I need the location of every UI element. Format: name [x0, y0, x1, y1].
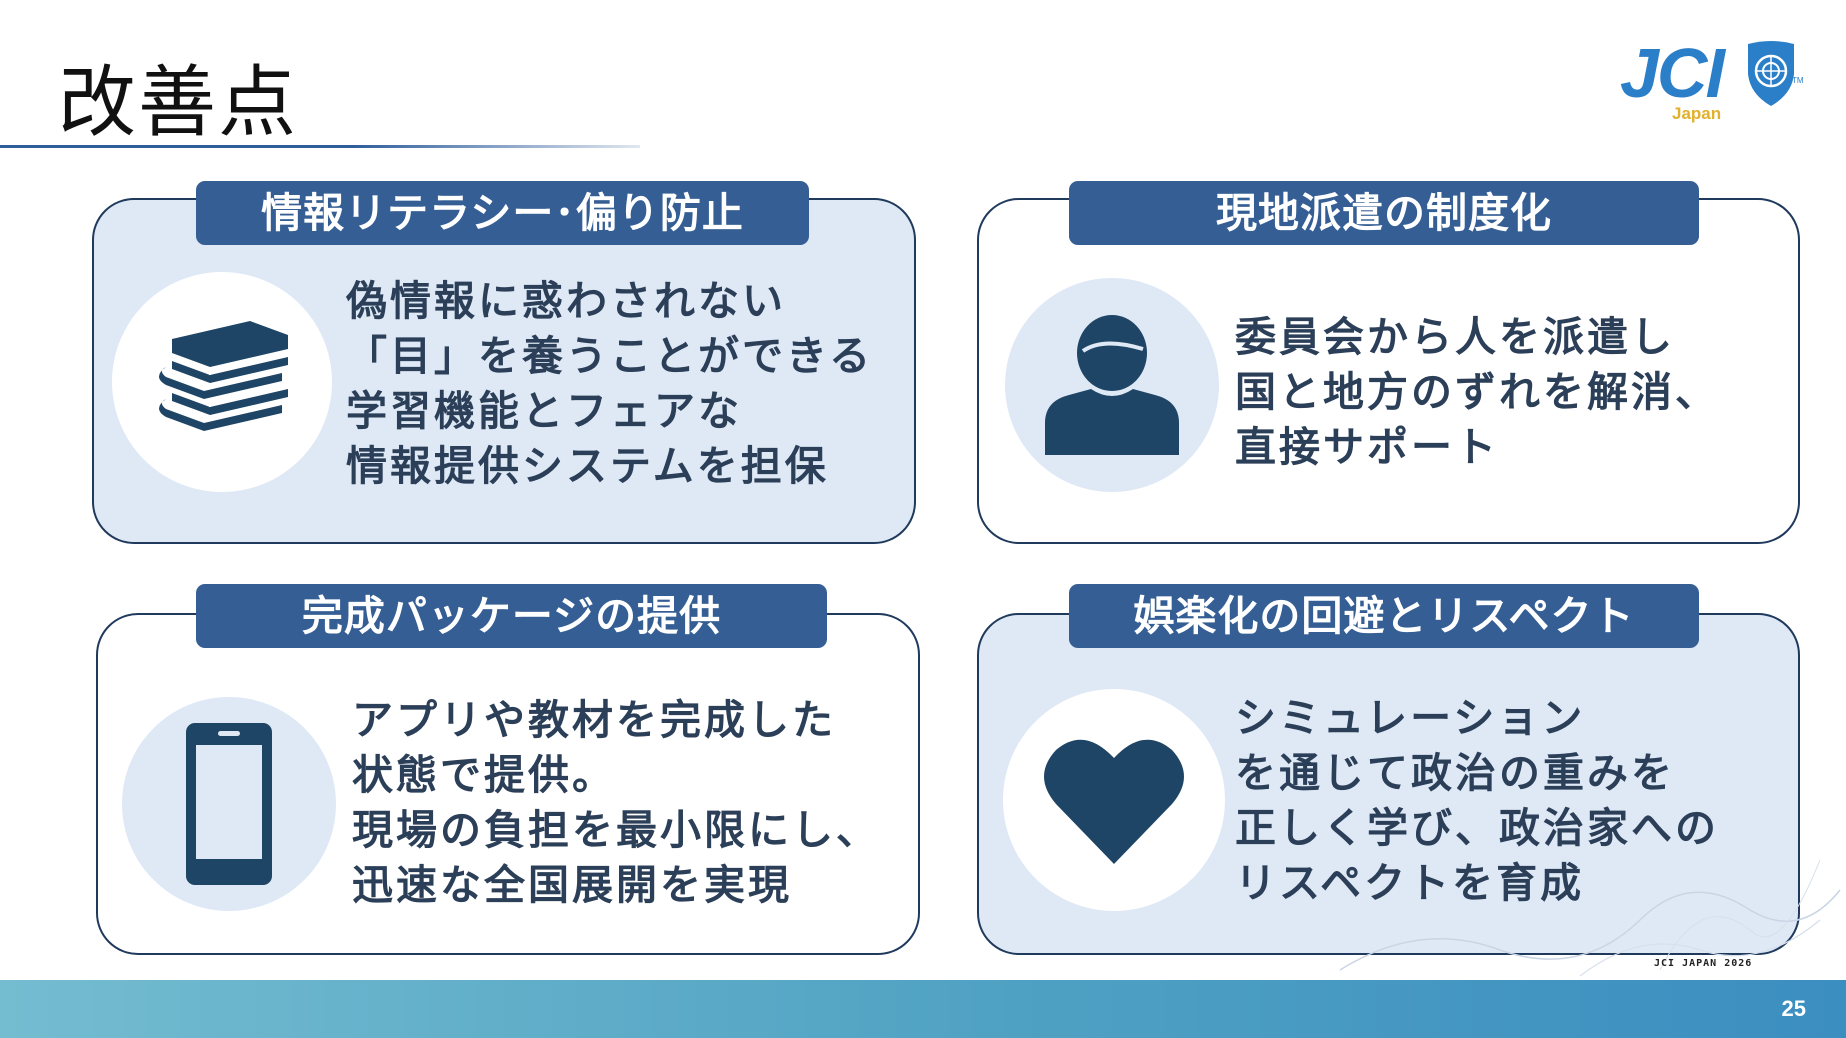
- icon-circle: [1005, 278, 1219, 492]
- card-line: 「目」を養うことができる: [346, 332, 874, 380]
- card-line: 迅速な全国展開を実現: [352, 861, 792, 909]
- card-body: 偽情報に惑わされない 「目」を養うことができる 学習機能とフェアな 情報提供シス…: [346, 274, 873, 494]
- card-header: 完成パッケージの提供: [196, 584, 827, 648]
- card-complete-package: アプリや教材を完成した 状態で提供。 現場の負担を最小限にし、 迅速な全国展開を…: [96, 613, 920, 955]
- card-field-dispatch: 委員会から人を派遣し 国と地方のずれを解消、 直接サポート: [977, 198, 1800, 544]
- card-line: アプリや教材を完成した: [352, 696, 836, 744]
- logo-subtext: Japan: [1672, 104, 1722, 123]
- shield-emblem-icon: [1748, 41, 1794, 106]
- card-header: 現地派遣の制度化: [1069, 181, 1699, 245]
- person-icon: [1045, 315, 1179, 455]
- footer-copyright: JCI JAPAN 2026: [1654, 958, 1753, 969]
- card-line: 委員会から人を派遣し: [1235, 313, 1675, 361]
- card-line: 情報提供システムを担保: [346, 442, 829, 490]
- card-line: 学習機能とフェアな: [346, 387, 742, 435]
- card-line: 偽情報に惑わされない: [346, 277, 786, 325]
- smartphone-icon: [186, 723, 272, 885]
- jci-japan-logo: JCI Japan TM: [1620, 34, 1804, 128]
- slide-title: 改善点: [58, 58, 299, 148]
- books-icon: [159, 321, 288, 431]
- card-line: 直接サポート: [1235, 423, 1499, 471]
- card-body: シミュレーション を通じて政治の重みを 正しく学び、政治家への リスペクトを育成: [1235, 691, 1719, 911]
- card-header: 娯楽化の回避とリスペクト: [1069, 584, 1699, 648]
- heart-icon: [1044, 739, 1184, 864]
- card-line: 現場の負担を最小限にし、: [352, 806, 880, 854]
- card-line: 国と地方のずれを解消、: [1235, 368, 1719, 416]
- card-header: 情報リテラシー･偏り防止: [196, 181, 809, 245]
- card-line: シミュレーション: [1235, 694, 1586, 742]
- icon-circle: [112, 272, 332, 492]
- bottom-bar: [0, 980, 1846, 1038]
- card-line: 正しく学び、政治家への: [1235, 804, 1719, 852]
- card-body: アプリや教材を完成した 状態で提供。 現場の負担を最小限にし、 迅速な全国展開を…: [352, 693, 880, 913]
- icon-circle: [1003, 689, 1225, 911]
- card-avoid-entertainment: シミュレーション を通じて政治の重みを 正しく学び、政治家への リスペクトを育成: [977, 613, 1800, 955]
- card-line: を通じて政治の重みを: [1235, 749, 1675, 797]
- card-line: 状態で提供。: [352, 751, 616, 799]
- trademark: TM: [1792, 76, 1804, 85]
- icon-circle: [122, 697, 336, 911]
- logo-text: JCI: [1620, 34, 1725, 112]
- title-underline: [0, 145, 640, 148]
- card-body: 委員会から人を派遣し 国と地方のずれを解消、 直接サポート: [1235, 310, 1719, 475]
- page-number: 25: [1781, 996, 1806, 1021]
- card-line: リスペクトを育成: [1235, 859, 1585, 907]
- card-information-literacy: 偽情報に惑わされない 「目」を養うことができる 学習機能とフェアな 情報提供シス…: [92, 198, 916, 544]
